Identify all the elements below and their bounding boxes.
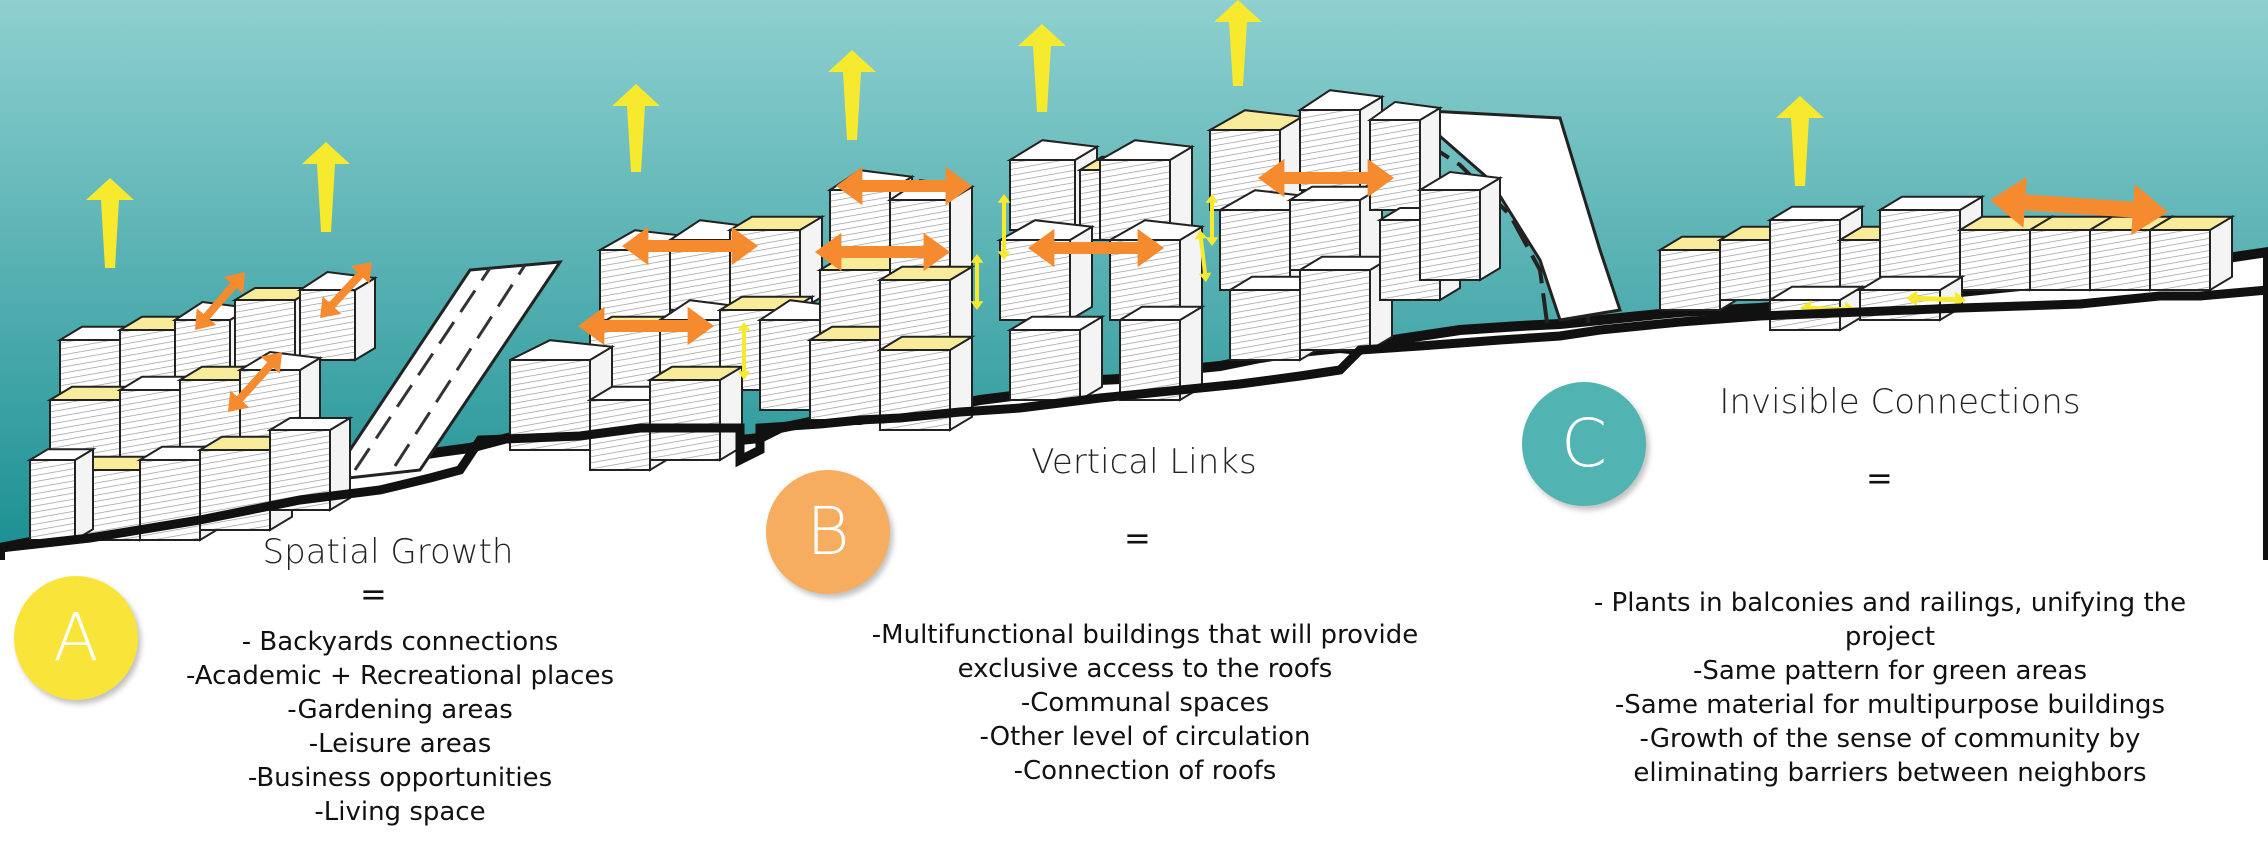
list-item: - Plants in balconies and railings, unif… [1593, 588, 2187, 618]
section-c-badge: C [1522, 382, 1646, 506]
list-item: exclusive access to the roofs [957, 654, 1333, 684]
list-item: -Same material for multipurpose building… [1614, 690, 2166, 720]
up-arrow-icon [302, 142, 350, 232]
list-item: project [1844, 622, 1936, 652]
section-a-badge: A [14, 576, 138, 700]
section-c-title: Invisible Connections [1719, 382, 2081, 422]
building-block [1296, 255, 1396, 352]
list-item: eliminating barriers between neighbors [1633, 758, 2147, 788]
building-block [2146, 215, 2236, 292]
section-a-letter: A [53, 599, 99, 676]
section-a-list: - Backyards connections -Academic + Recr… [140, 625, 660, 829]
list-item: -Living space [314, 797, 486, 827]
list-item: -Connection of roofs [1013, 756, 1277, 786]
section-b-separator: = [1124, 519, 1151, 557]
list-item: -Business opportunities [247, 763, 553, 793]
double-arrow-icon [1028, 228, 1164, 268]
list-item: -Growth of the sense of community by [1639, 724, 2141, 754]
up-arrow-icon [86, 178, 134, 268]
section-c-list: - Plants in balconies and railings, unif… [1560, 586, 2220, 790]
double-arrow-icon [1205, 194, 1219, 246]
up-arrow-icon [612, 84, 660, 172]
list-item: -Same pattern for green areas [1692, 656, 2088, 686]
section-b-title: Vertical Links [1031, 442, 1257, 482]
section-b-list: -Multifunctional buildings that will pro… [840, 618, 1450, 788]
section-b-letter: B [806, 493, 850, 570]
building-block [1106, 219, 1206, 322]
up-arrow-icon [828, 50, 876, 140]
list-item: -Communal spaces [1020, 688, 1270, 718]
double-arrow-icon [320, 262, 372, 318]
section-c-separator: = [1866, 459, 1893, 497]
building-block [646, 365, 746, 462]
section-a-separator: = [360, 575, 387, 613]
terrain-outline [0, 285, 2268, 553]
up-arrow-icon [1018, 24, 1066, 112]
building-block [296, 270, 378, 362]
double-arrow-icon [228, 352, 282, 412]
building-block [1416, 170, 1504, 282]
double-arrow-icon [1194, 230, 1212, 282]
double-arrow-icon [622, 226, 758, 266]
road-left [326, 260, 564, 482]
list-item: -Other level of circulation [979, 722, 1311, 752]
list-item: -Academic + Recreational places [186, 661, 614, 691]
double-arrow-icon [970, 254, 984, 310]
double-arrow-icon [815, 232, 950, 272]
ground-fill [0, 560, 2268, 848]
double-arrow-icon [1906, 290, 1966, 308]
connection-arrows [86, 0, 2168, 412]
list-item: -Multifunctional buildings that will pro… [871, 620, 1419, 650]
section-a-title: Spatial Growth [262, 532, 514, 572]
double-arrow-icon [195, 272, 245, 330]
double-arrow-icon [997, 194, 1011, 260]
double-arrow-icon [737, 322, 751, 380]
section-c-letter: C [1560, 405, 1608, 482]
double-arrow-icon [578, 306, 714, 346]
double-arrow-icon [1990, 176, 2168, 236]
double-arrow-icon [836, 166, 972, 206]
road-left-lines [353, 264, 527, 471]
list-item: -Leisure areas [308, 729, 492, 759]
double-arrow-icon [1258, 158, 1394, 198]
up-arrow-icon [1776, 96, 1824, 186]
list-item: -Gardening areas [287, 695, 513, 725]
section-b-badge: B [766, 470, 890, 594]
list-item: - Backyards connections [241, 627, 559, 657]
up-arrow-icon [1214, 0, 1262, 86]
building-block [1006, 315, 1106, 402]
building-block [26, 447, 97, 542]
